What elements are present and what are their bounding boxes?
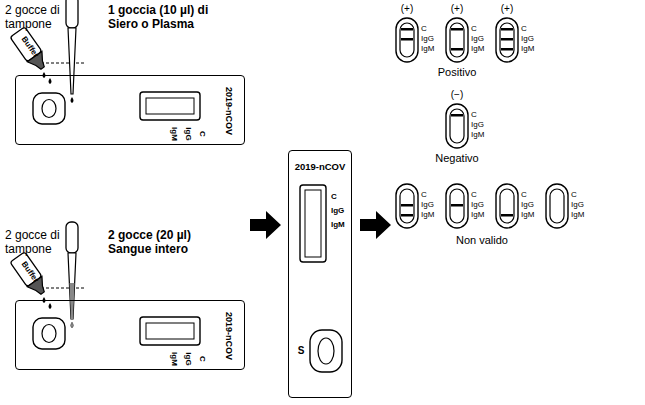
line-marker: IgM — [521, 210, 534, 219]
line-marker: IgM — [169, 352, 178, 366]
result-sign: (+) — [501, 3, 514, 15]
instruction-text: 2 gocce di tampone — [5, 229, 69, 257]
pipette — [66, 0, 78, 103]
line-marker: IgG — [521, 34, 534, 43]
result-pill — [396, 18, 418, 62]
result-pill — [396, 184, 418, 228]
line-marker: C — [197, 356, 206, 362]
line-marker: IgG — [471, 34, 484, 43]
line-marker: C — [421, 24, 427, 33]
line-marker: IgM — [471, 44, 484, 53]
line-marker: C — [471, 24, 477, 33]
result-window — [300, 185, 326, 262]
buffer-bottle — [10, 252, 50, 298]
step-arrow — [250, 211, 281, 239]
line-marker: IgG — [421, 34, 434, 43]
line-marker: C — [521, 24, 527, 33]
line-marker: IgG — [471, 120, 484, 129]
result-caption: Non valido — [456, 234, 508, 247]
line-marker: C — [571, 190, 577, 199]
test-cassette: 2019-nCOV C IgG IgM — [15, 75, 245, 145]
line-marker: IgM — [521, 44, 534, 53]
buffer-bottle — [10, 27, 50, 73]
result-pill — [496, 18, 518, 62]
sample-well — [33, 93, 65, 124]
line-marker: IgG — [183, 352, 192, 365]
line-marker: C — [521, 190, 527, 199]
pipette — [66, 222, 78, 328]
brand-label: 2019-nCOV — [224, 312, 234, 360]
line-marker: IgG — [421, 200, 434, 209]
result-sign: (−) — [451, 89, 464, 101]
result-pill — [446, 18, 468, 62]
line-marker: IgG — [521, 200, 534, 209]
line-marker: IgG — [471, 200, 484, 209]
drop — [49, 303, 52, 309]
instruction-text: 1 goccia (10 µl) di Siero o Plasma — [108, 4, 226, 32]
result-caption: Positivo — [438, 66, 477, 79]
line-marker: IgG — [331, 206, 344, 215]
step-arrow — [360, 211, 391, 239]
line-marker: C — [331, 192, 337, 201]
result-window — [140, 92, 200, 120]
result-pill — [446, 104, 468, 148]
instruction-text: 2 gocce di tampone — [5, 4, 69, 32]
drop — [49, 78, 52, 84]
line-marker: C — [471, 110, 477, 119]
line-marker: C — [421, 190, 427, 199]
line-marker: IgM — [421, 44, 434, 53]
line-marker: S — [298, 345, 305, 357]
line-marker: C — [197, 131, 206, 137]
line-marker: IgG — [183, 127, 192, 140]
line-marker: IgM — [169, 127, 178, 141]
result-pill — [496, 184, 518, 228]
brand-label: 2019-nCOV — [295, 162, 346, 173]
line-marker: IgM — [421, 210, 434, 219]
result-window — [140, 317, 200, 345]
line-marker: IgM — [571, 210, 584, 219]
result-pill — [446, 184, 468, 228]
line-marker: IgM — [471, 210, 484, 219]
result-pill — [546, 184, 568, 228]
instruction-text: 2 gocce (20 µl) Sangue intero — [108, 229, 212, 257]
line-marker: IgG — [571, 200, 584, 209]
line-marker: IgM — [331, 220, 345, 229]
test-cassette: 2019-nCOV C IgG IgM — [15, 300, 245, 370]
result-sign: (+) — [451, 3, 464, 15]
sample-well — [310, 330, 342, 372]
line-marker: IgM — [471, 130, 484, 139]
brand-label: 2019-nCOV — [224, 87, 234, 135]
result-caption: Negativo — [435, 152, 478, 165]
sample-well — [33, 318, 65, 349]
line-marker: C — [471, 190, 477, 199]
test-cassette-vertical: 2019-nCOV C IgG IgM S — [288, 150, 352, 398]
result-sign: (+) — [401, 3, 414, 15]
